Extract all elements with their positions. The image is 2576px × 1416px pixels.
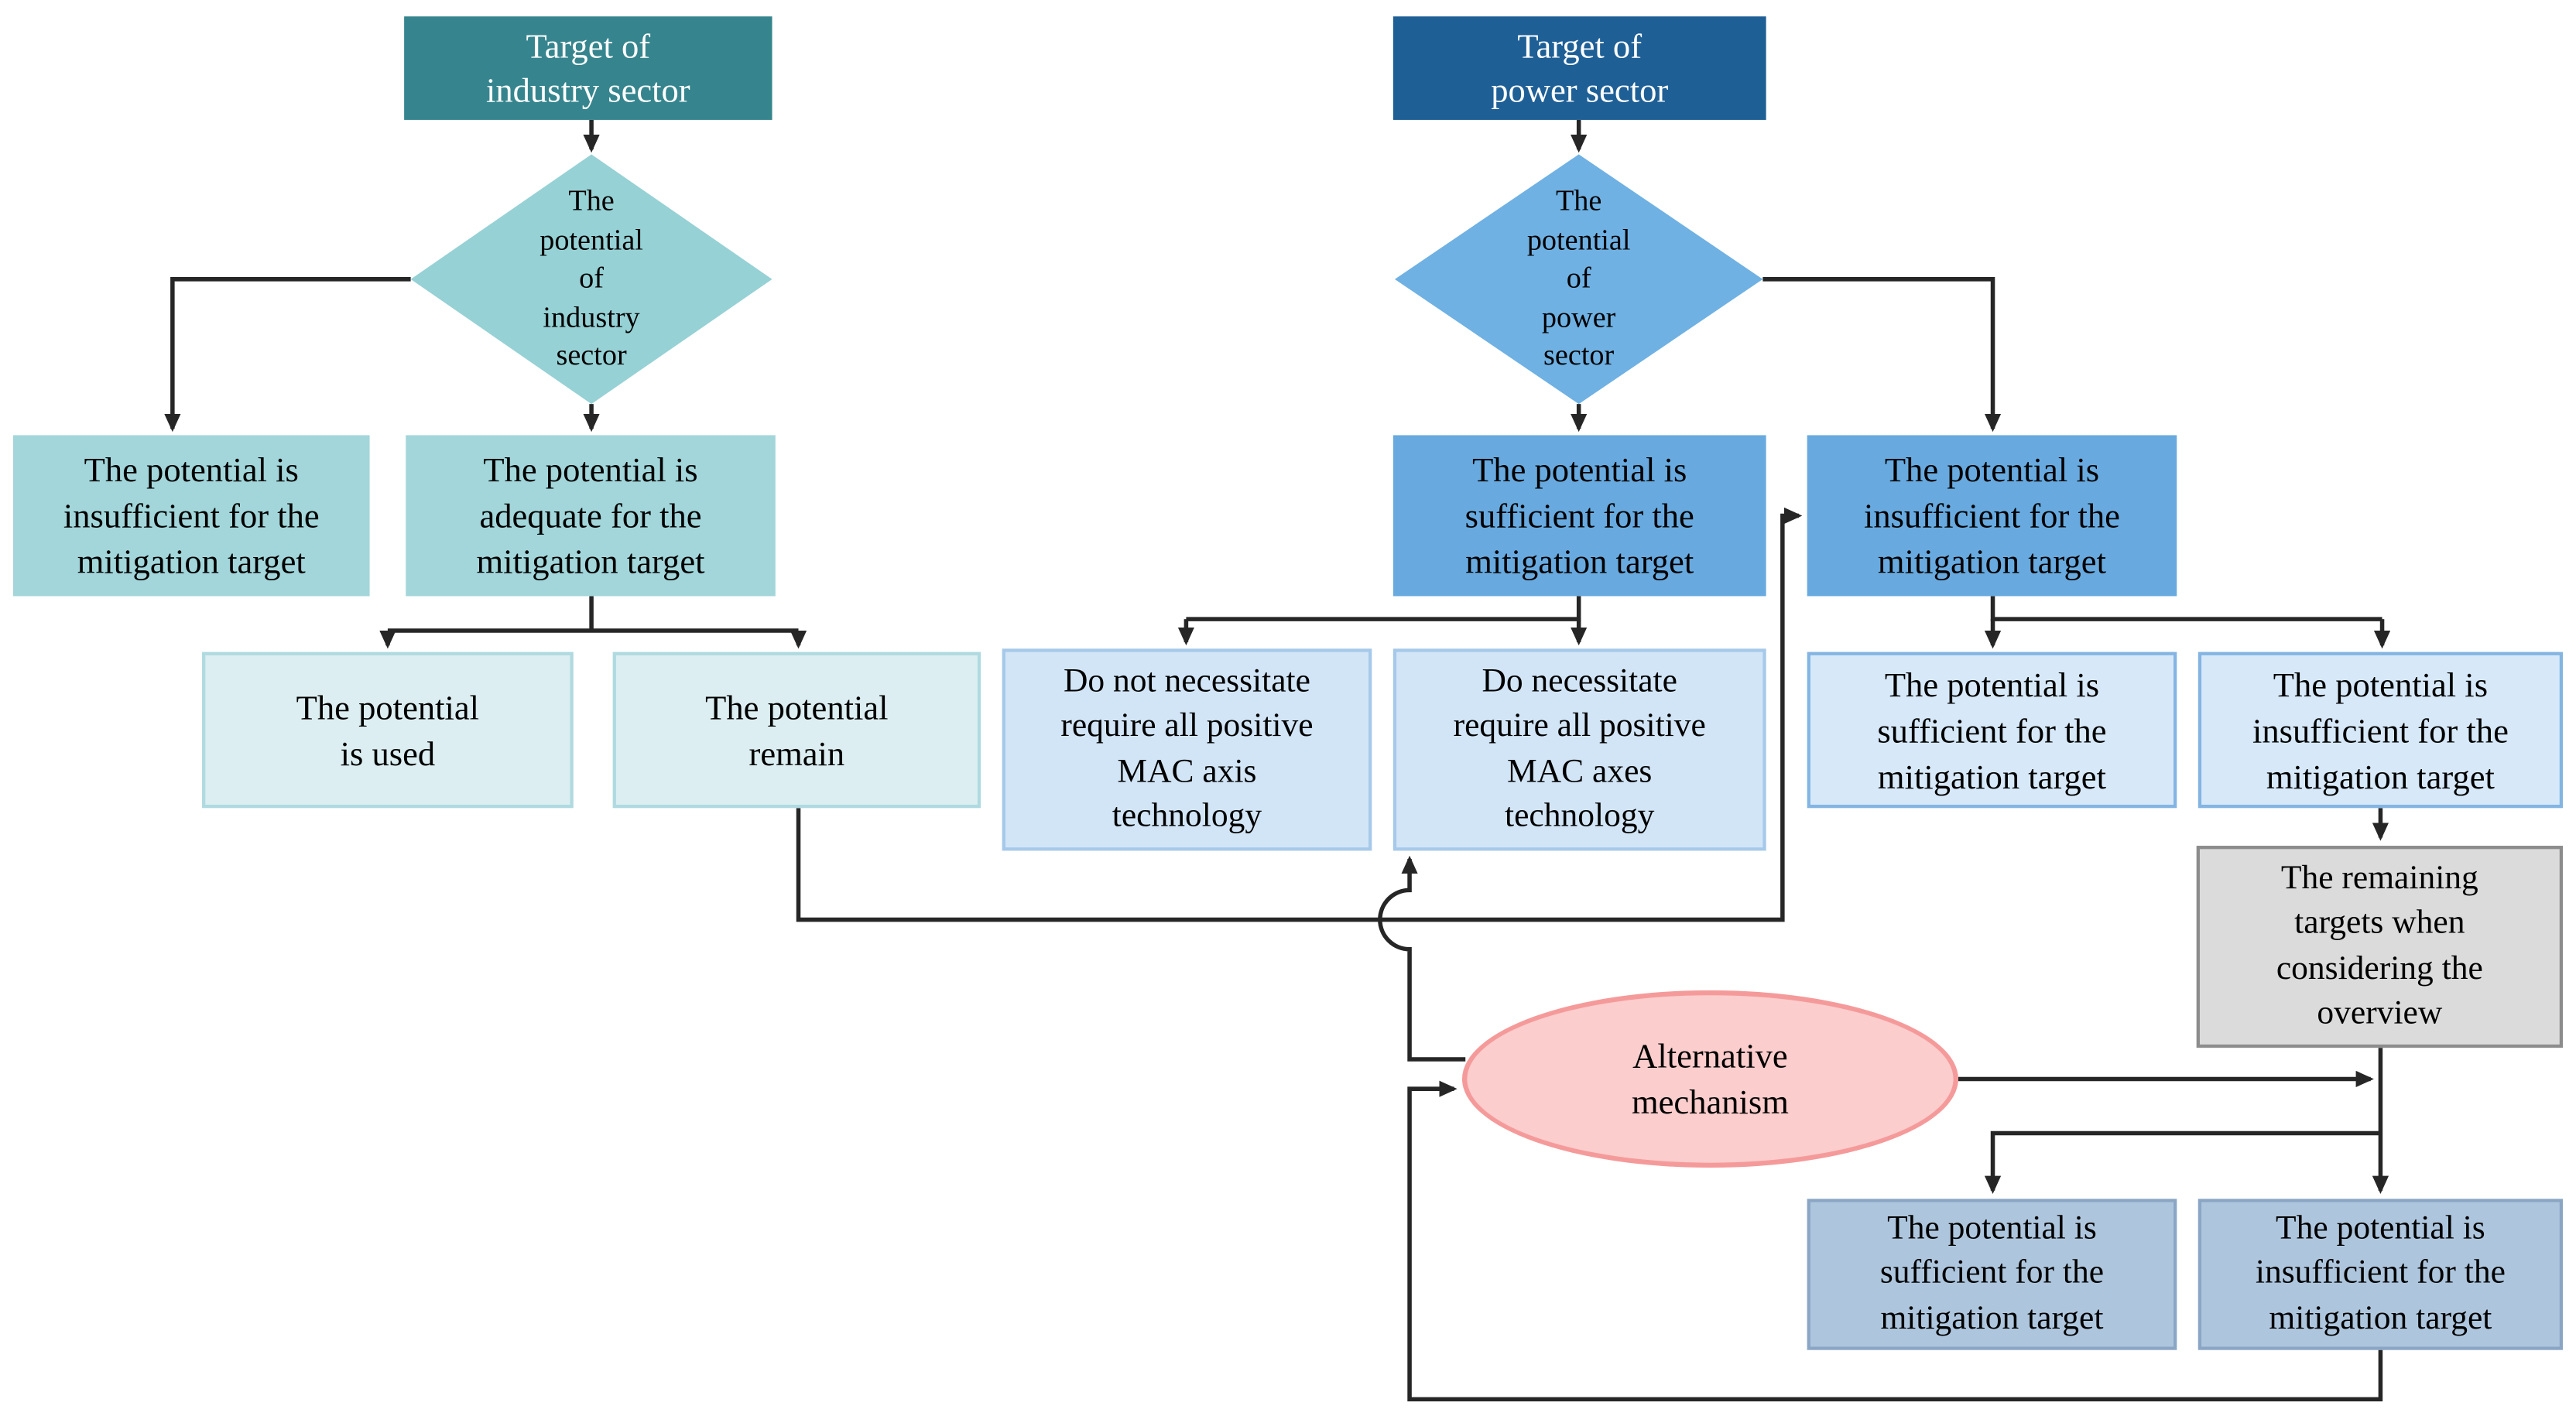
connector-branch-to-sufficient-final xyxy=(1984,1130,2381,1195)
connector-insufficient-split-bar xyxy=(1990,596,2382,621)
node-potential-remain: The potential remain xyxy=(612,652,981,809)
connector-alternative-to-mac-do-with-hop xyxy=(1378,855,1466,1062)
node-power-potential-sufficient: The potential is sufficient for the miti… xyxy=(1392,435,1766,597)
node-industry-potential-insufficient: The potential is insufficient for the mi… xyxy=(12,435,370,597)
node-potential-is-used: The potential is used xyxy=(202,652,574,809)
node-sufficient-sub-target: The potential is sufficient for the miti… xyxy=(1807,652,2177,809)
node-mac-not-required: Do not necessitate require all positive … xyxy=(1002,648,1372,851)
node-sufficient-final-target: The potential is sufficient for the miti… xyxy=(1807,1199,2177,1350)
node-insufficient-sub-target: The potential is insufficient for the mi… xyxy=(2197,652,2564,809)
connector-loop-return-to-alternative xyxy=(1407,1080,2383,1402)
node-target-of-power-sector: Target of power sector xyxy=(1392,16,1766,120)
node-industry-potential-adequate: The potential is adequate for the mitiga… xyxy=(406,435,776,597)
node-power-potential-insufficient: The potential is insufficient for the mi… xyxy=(1807,435,2177,597)
connector-power-diamond-to-insufficient xyxy=(1762,277,2002,433)
connector-sufficient-split-bar xyxy=(1186,596,1581,621)
connector-remain-to-power-insufficient xyxy=(796,507,1803,922)
connector-adequate-split-bar xyxy=(387,596,799,633)
node-target-of-industry-sector: Target of industry sector xyxy=(404,16,772,120)
node-insufficient-final-target: The potential is insufficient for the mi… xyxy=(2197,1199,2564,1350)
node-mac-required: Do necessitate require all positive MAC … xyxy=(1392,648,1766,851)
node-remaining-targets-overview: The remaining targets when considering t… xyxy=(2196,846,2564,1048)
connector-industry-diamond-to-insufficient xyxy=(164,277,411,433)
node-alternative-mechanism: Alternative mechanism xyxy=(1461,990,1958,1168)
